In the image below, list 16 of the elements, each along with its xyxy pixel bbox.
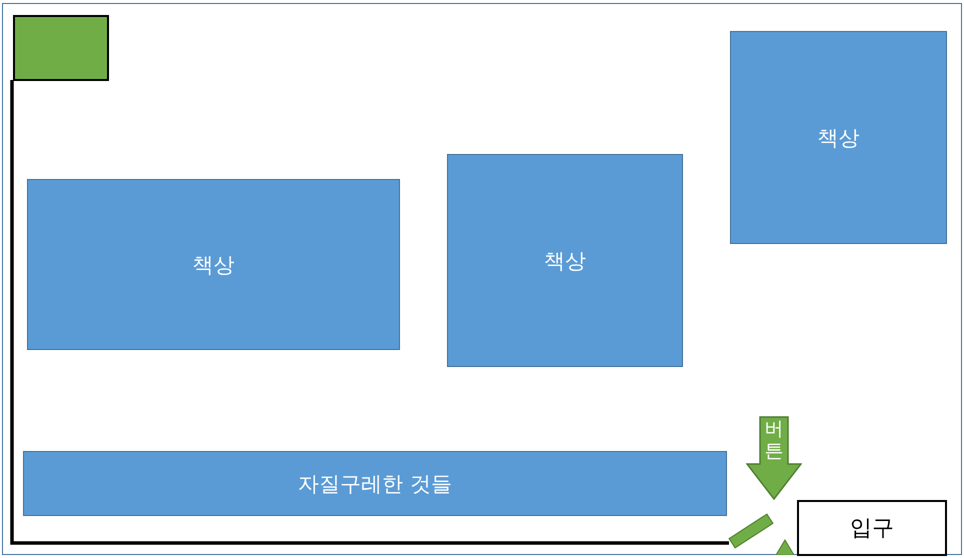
entrance-label: 입구	[850, 515, 894, 543]
triangle-marker	[775, 539, 795, 555]
button-label: 버튼	[764, 418, 784, 462]
desk	[447, 154, 683, 367]
room-outline	[2, 3, 962, 555]
desk	[27, 179, 400, 350]
cable-line	[10, 80, 729, 545]
desk	[730, 31, 947, 244]
entrance-box	[797, 500, 947, 556]
arrow-callout	[746, 416, 802, 500]
desk	[23, 451, 727, 516]
desk-label: 책상	[544, 248, 586, 274]
device-box	[13, 15, 109, 81]
desk-label: 책상	[818, 124, 860, 152]
desk-label: 책상	[192, 252, 234, 278]
desk-label: 자질구레한 것들	[298, 470, 452, 498]
